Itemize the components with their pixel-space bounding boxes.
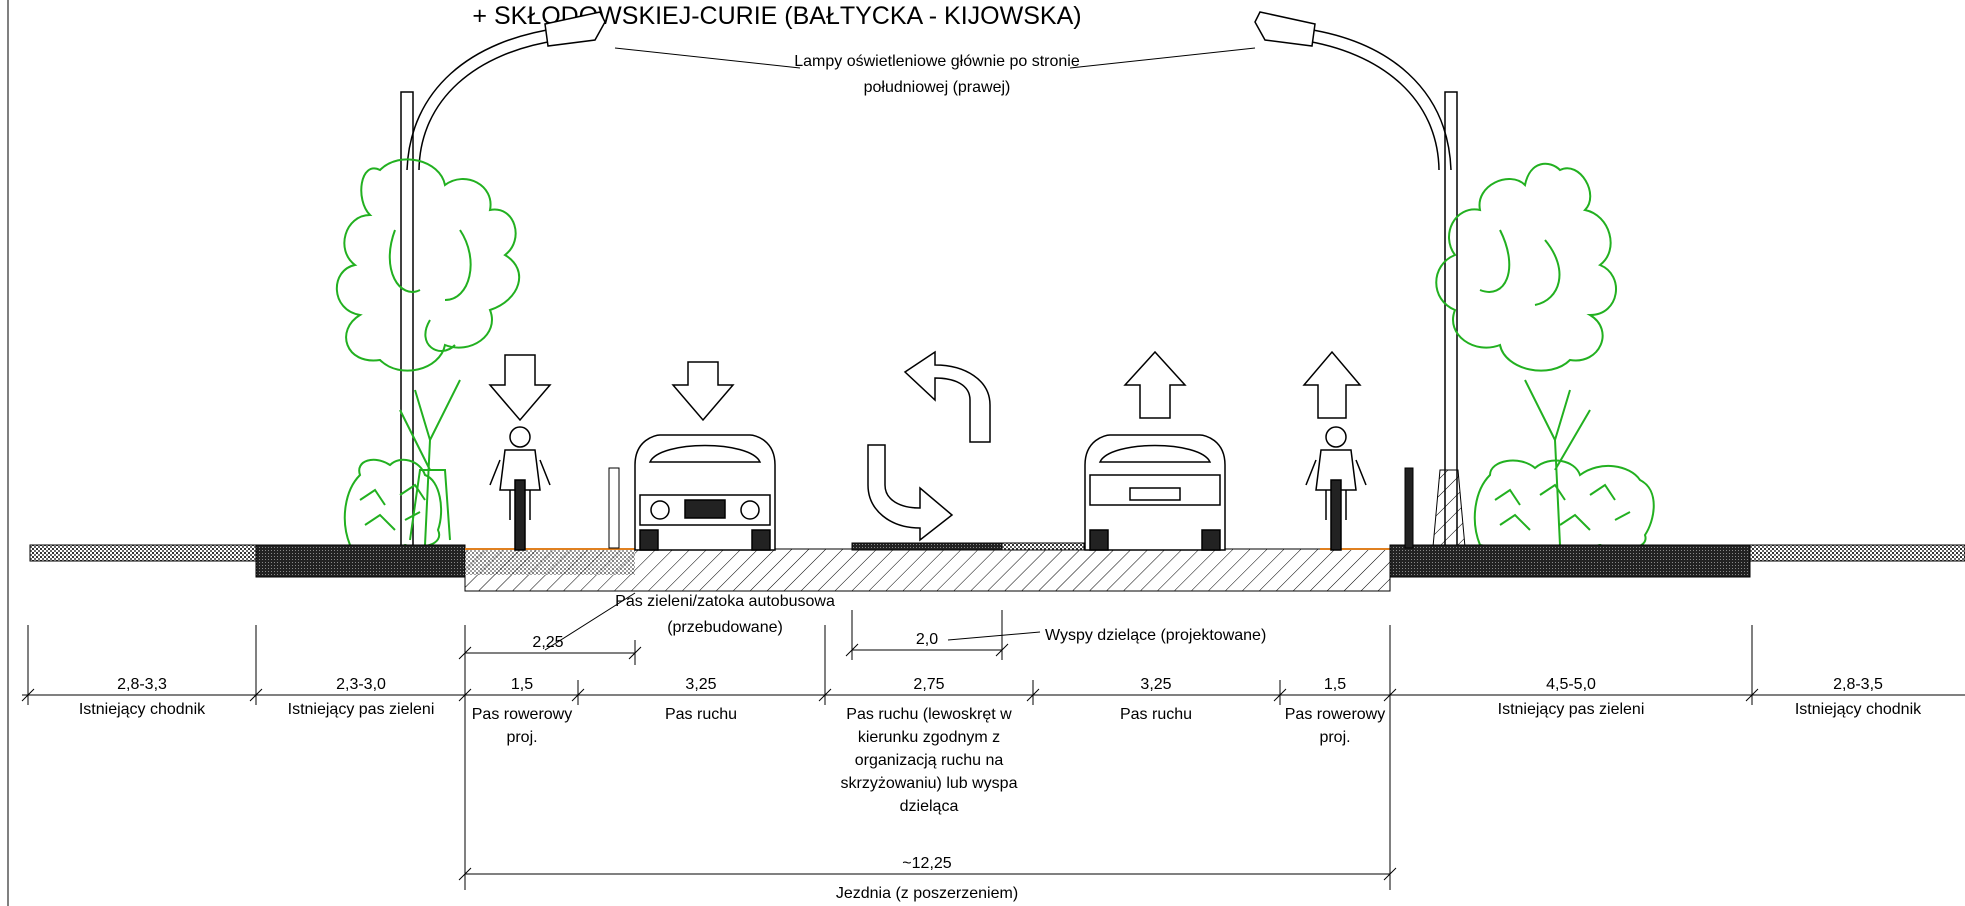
bollard-left — [608, 467, 620, 549]
bus-bay-leader — [544, 592, 636, 651]
section-value-lane-left: 3,25 — [685, 676, 716, 693]
lamp-leader-left — [614, 47, 801, 69]
section-value-sidewalk-right: 2,8-3,5 — [1833, 676, 1883, 693]
street-lamp-left — [400, 11, 606, 548]
section-label-sidewalk-right: Istniejący chodnik — [1795, 701, 1922, 718]
section-value-bike-right: 1,5 — [1324, 676, 1346, 693]
green-strip-left — [255, 544, 466, 578]
section-label-lane-right: Pas ruchu — [1120, 706, 1192, 723]
section-label-center-5: dzieląca — [900, 798, 959, 815]
turn-left-arrow-icon — [903, 350, 991, 443]
arrow-up-bike-icon — [1302, 350, 1362, 419]
section-label-center-3: organizacją ruchu na — [855, 752, 1004, 769]
arrow-down-car-icon — [671, 361, 735, 422]
tree-left — [335, 158, 521, 546]
total-value: ~12,25 — [902, 855, 951, 872]
section-label-bike-left-2: proj. — [506, 729, 537, 746]
cyclist-right-icon — [1305, 426, 1367, 551]
section-label-center-1: Pas ruchu (lewoskręt w — [846, 706, 1012, 723]
bus-bay-note-line-2: (przebudowane) — [667, 619, 783, 636]
dim-line-2-0 — [845, 610, 1009, 660]
car-rear-right-icon — [1084, 434, 1226, 551]
section-value-green-right: 4,5-5,0 — [1546, 676, 1596, 693]
street-lamp-right — [1254, 11, 1466, 548]
dividing-island-1 — [851, 542, 1003, 551]
section-label-bike-right-2: proj. — [1319, 729, 1350, 746]
bollard-right — [1404, 467, 1414, 549]
dividing-island-2 — [1001, 542, 1085, 551]
bus-bay — [465, 549, 635, 575]
lamp-note-line-1: Lampy oświetleniowe głównie po stronie — [794, 53, 1080, 70]
islands-note: Wyspy dzielące (projektowane) — [1045, 627, 1266, 644]
islands-leader — [947, 631, 1041, 641]
section-value-sidewalk-left: 2,8-3,3 — [117, 676, 167, 693]
sidewalk-right — [1749, 544, 1965, 562]
section-label-green-right: Istniejący pas zieleni — [1498, 701, 1645, 718]
section-label-center-2: kierunku zgodnym z — [858, 729, 1000, 746]
lamp-note-line-2: południowej (prawej) — [864, 79, 1011, 96]
section-value-green-left: 2,3-3,0 — [336, 676, 386, 693]
section-label-green-left: Istniejący pas zieleni — [288, 701, 435, 718]
section-value-bike-left: 1,5 — [511, 676, 533, 693]
bus-bay-note-line-1: Pas zieleni/zatoka autobusowa — [615, 593, 835, 610]
arrow-down-bike-icon — [488, 354, 552, 422]
section-label-sidewalk-left: Istniejący chodnik — [79, 701, 206, 718]
dim-value-2-0: 2,0 — [916, 631, 938, 648]
section-label-bike-left-1: Pas rowerowy — [472, 706, 572, 723]
total-label: Jezdnia (z poszerzeniem) — [836, 885, 1018, 902]
dim-value-2-25: 2,25 — [532, 634, 563, 651]
section-value-lane-right: 3,25 — [1140, 676, 1171, 693]
turn-right-arrow-icon — [867, 444, 954, 542]
tree-right — [1435, 162, 1617, 546]
section-label-center-4: skrzyżowaniu) lub wyspa — [841, 775, 1018, 792]
section-label-bike-right-1: Pas rowerowy — [1285, 706, 1385, 723]
bush-right — [1473, 459, 1655, 552]
main-dim-ticks — [21, 625, 1759, 890]
section-value-center-lane: 2,75 — [913, 676, 944, 693]
car-front-left-icon — [634, 434, 776, 551]
section-label-lane-left: Pas ruchu — [665, 706, 737, 723]
sidewalk-left — [29, 544, 257, 562]
arrow-up-car-icon — [1123, 350, 1187, 419]
cyclist-left-icon — [489, 426, 551, 551]
total-dim-line — [458, 867, 1397, 881]
lamp-leader-right — [1069, 47, 1256, 69]
green-strip-right — [1389, 544, 1751, 578]
